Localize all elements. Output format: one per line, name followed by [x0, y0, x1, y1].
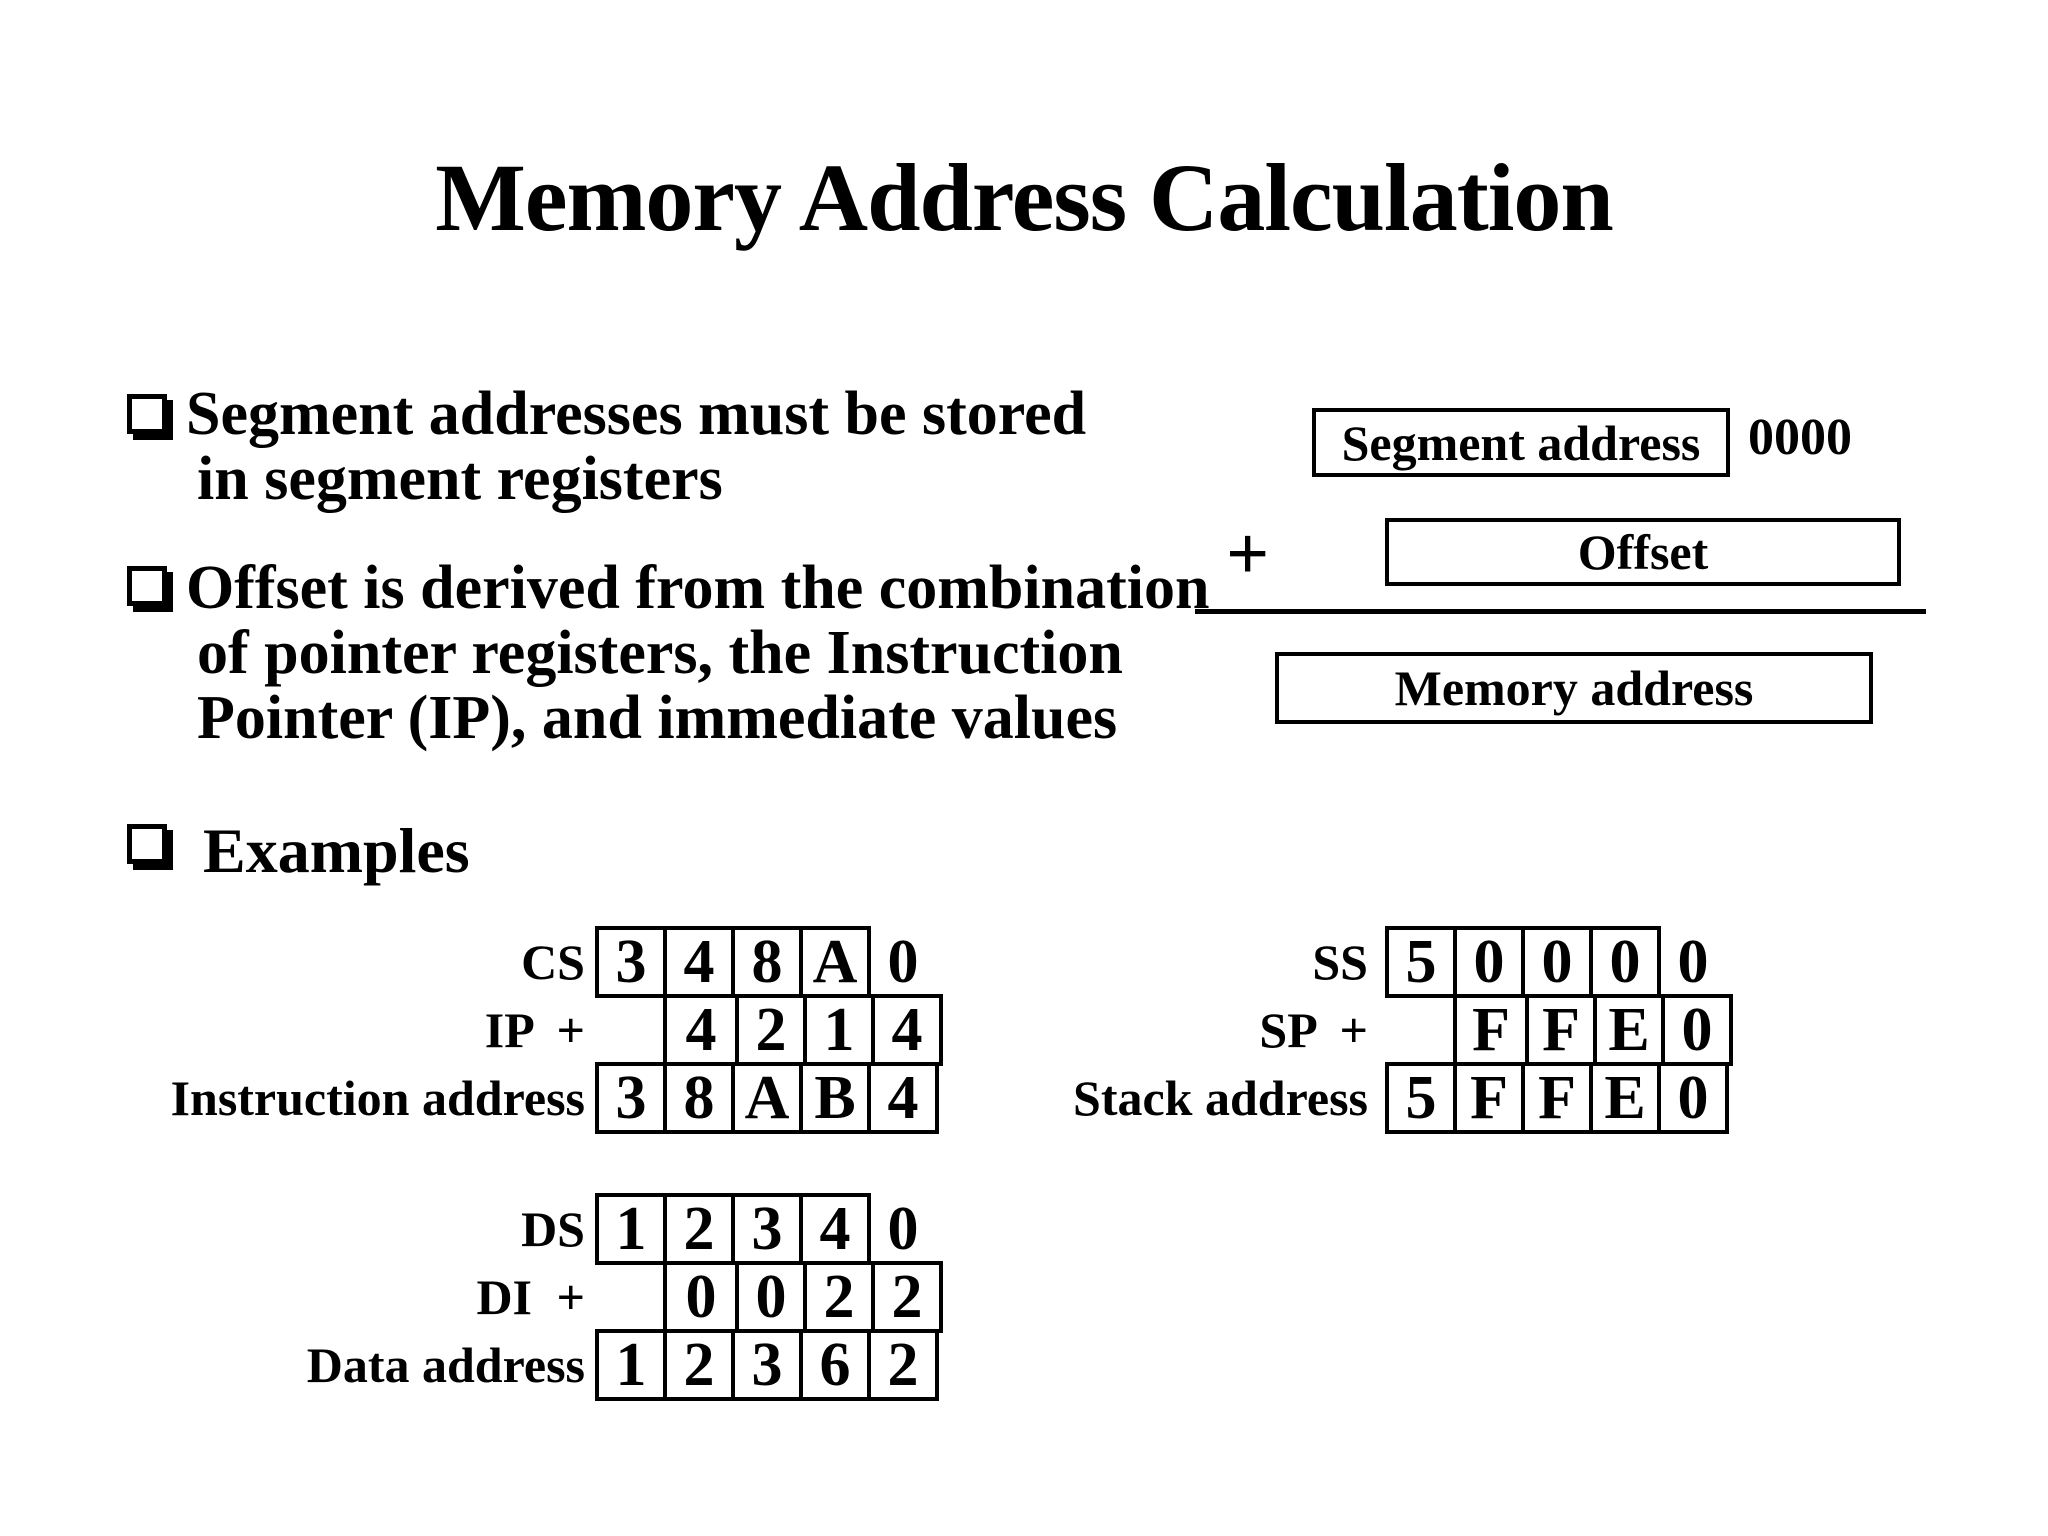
checkbox-bullet-icon: [127, 566, 167, 606]
register-label-sp-plus: SP +: [1259, 1002, 1368, 1058]
hex-digit-cell: 8: [731, 926, 803, 998]
blank-cell: [1385, 994, 1457, 1066]
bullet-line: of pointer registers, the Instruction: [197, 619, 1123, 687]
hex-digit-cell: 0: [663, 1261, 739, 1333]
hex-digit-cell: F: [1521, 1062, 1593, 1134]
register-label-di-plus: DI +: [476, 1269, 585, 1325]
hex-digit-cell: 8: [663, 1062, 735, 1134]
appended-zero-cell: 0: [887, 927, 919, 996]
table-row-ip: 4 2 1 4: [595, 994, 943, 1066]
hex-digit-cell: 2: [871, 1261, 943, 1333]
result-label-stack-address: Stack address: [1073, 1070, 1368, 1126]
hex-digit-cell: 3: [595, 926, 667, 998]
blank-cell: [595, 994, 667, 1066]
appended-zero-cell: 0: [1677, 927, 1709, 996]
register-label-ss: SS: [1312, 934, 1368, 990]
table-row-sp: F F E 0: [1385, 994, 1733, 1066]
bullet-line: Segment addresses must be stored: [186, 380, 1087, 448]
hex-digit-cell: F: [1453, 1062, 1525, 1134]
checkbox-bullet-icon: [127, 394, 167, 434]
table-row-ss: 5 0 0 0 0: [1385, 926, 1729, 998]
register-label-cs: CS: [521, 934, 585, 990]
hex-digit-cell: 3: [731, 1193, 803, 1265]
hex-digit-cell: 0: [1589, 926, 1661, 998]
hex-digit-cell: 4: [799, 1193, 871, 1265]
result-label-instruction-address: Instruction address: [170, 1070, 585, 1126]
appended-zero-cell: 0: [887, 1194, 919, 1263]
register-label-ip-plus: IP +: [484, 1002, 585, 1058]
hex-digit-cell: 1: [803, 994, 875, 1066]
appended-zeros-value: 0000: [1748, 409, 1852, 466]
hex-digit-cell: 5: [1385, 926, 1457, 998]
hex-digit-cell: 4: [663, 926, 735, 998]
hex-digit-cell: 2: [867, 1329, 939, 1401]
hex-digit-cell: 5: [1385, 1062, 1457, 1134]
offset-box: Offset: [1385, 518, 1901, 586]
checkbox-bullet-icon: [127, 824, 167, 864]
hex-digit-cell: 2: [803, 1261, 875, 1333]
hex-digit-cell: E: [1593, 994, 1665, 1066]
table-row-data-address: 1 2 3 6 2: [595, 1329, 939, 1401]
hex-digit-cell: 4: [663, 994, 739, 1066]
hex-digit-cell: 3: [731, 1329, 803, 1401]
hex-digit-cell: 3: [595, 1062, 667, 1134]
hex-digit-cell: E: [1589, 1062, 1661, 1134]
bullet-item-offset-derivation: Offset is derived from the combination o…: [186, 556, 1209, 751]
hex-digit-cell: B: [799, 1062, 871, 1134]
hex-digit-cell: A: [799, 926, 871, 998]
bullet-item-examples: Examples: [203, 815, 470, 886]
hex-digit-cell: 0: [1657, 1062, 1729, 1134]
memory-address-box: Memory address: [1275, 652, 1873, 724]
hex-digit-cell: 0: [1521, 926, 1593, 998]
plus-operator: +: [1226, 512, 1270, 596]
table-row-di: 0 0 2 2: [595, 1261, 943, 1333]
hex-digit-cell: 2: [663, 1193, 735, 1265]
hex-digit-cell: 1: [595, 1329, 667, 1401]
result-label-data-address: Data address: [306, 1337, 585, 1393]
hex-digit-cell: 0: [735, 1261, 807, 1333]
bullet-line: Offset is derived from the combination: [186, 554, 1210, 622]
hex-digit-cell: F: [1525, 994, 1597, 1066]
table-row-stack-address: 5 F F E 0: [1385, 1062, 1729, 1134]
table-row-ds: 1 2 3 4 0: [595, 1193, 939, 1265]
blank-cell: [595, 1261, 667, 1333]
register-label-ds: DS: [521, 1201, 585, 1257]
bullet-item-segment-addresses: Segment addresses must be stored in segm…: [186, 382, 1086, 512]
hex-digit-cell: 1: [595, 1193, 667, 1265]
hex-digit-cell: 2: [663, 1329, 735, 1401]
bullet-line: in segment registers: [197, 445, 723, 513]
hex-digit-cell: 4: [867, 1062, 939, 1134]
hex-digit-cell: 4: [871, 994, 943, 1066]
offset-label: Offset: [1577, 524, 1709, 580]
hex-digit-cell: 2: [735, 994, 807, 1066]
hex-digit-cell: A: [731, 1062, 803, 1134]
hex-digit-cell: 6: [799, 1329, 871, 1401]
memory-address-label: Memory address: [1394, 660, 1754, 716]
bullet-line: Pointer (IP), and immediate values: [197, 684, 1118, 752]
segment-address-box: Segment address: [1312, 408, 1730, 477]
table-row-cs: 3 4 8 A 0: [595, 926, 939, 998]
hex-digit-cell: F: [1453, 994, 1529, 1066]
hex-digit-cell: 0: [1453, 926, 1525, 998]
segment-address-label: Segment address: [1341, 414, 1701, 471]
table-row-instruction-address: 3 8 A B 4: [595, 1062, 939, 1134]
slide-title: Memory Address Calculation: [435, 144, 1614, 251]
sum-divider-line: [1195, 609, 1926, 614]
hex-digit-cell: 0: [1661, 994, 1733, 1066]
